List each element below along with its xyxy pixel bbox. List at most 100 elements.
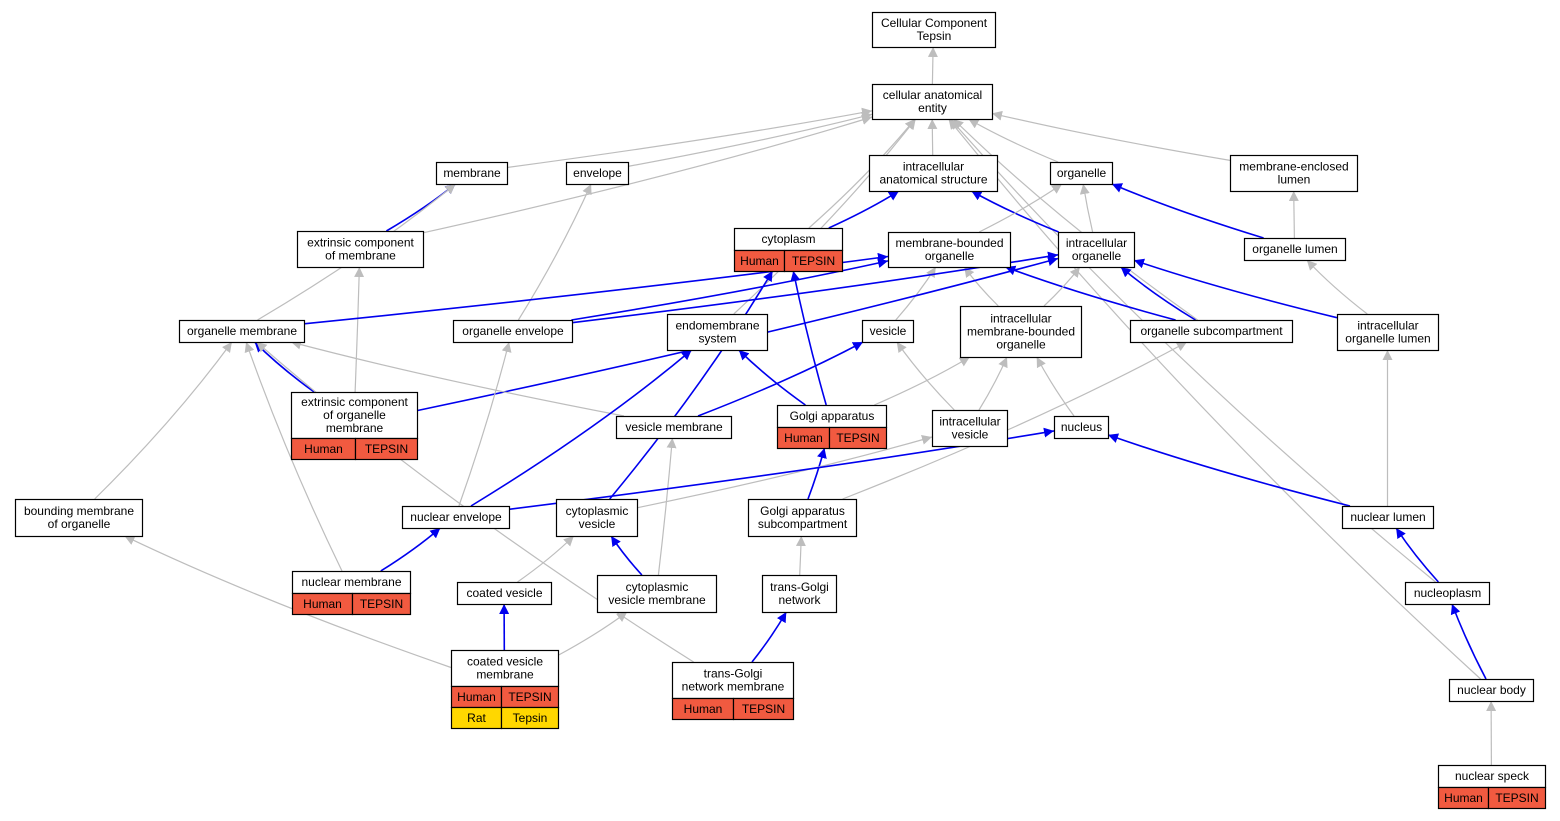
annotation-species: Human [1444, 791, 1483, 805]
go-term-node-np[interactable]: nucleoplasm [1404, 581, 1491, 606]
node-label-line: of membrane [325, 249, 396, 263]
node-label-line: of organelle [323, 408, 386, 422]
go-term-node-nb[interactable]: nuclear body [1448, 678, 1535, 703]
node-label-line: vesicle [952, 428, 989, 442]
go-term-node-envelope[interactable]: envelope [565, 161, 630, 186]
go-term-node-nucleus[interactable]: nucleus [1053, 415, 1110, 440]
annotation-species: Rat [467, 711, 486, 725]
is-a-edge-iol-to-ol [1306, 259, 1368, 315]
is-a-edge-iv-to-vesicle [896, 341, 955, 411]
go-term-node-membrane[interactable]: membrane [435, 161, 509, 186]
node-box [871, 11, 997, 49]
node-box [868, 154, 999, 193]
node-label-line: vesicle [579, 517, 616, 531]
node-box [1404, 581, 1491, 606]
annotation-cell [354, 437, 419, 461]
is-a-edge-nb-to-cae [948, 118, 1482, 680]
node-box [1129, 319, 1294, 344]
node-label-line: network [778, 593, 821, 607]
go-term-node-ol[interactable]: organelle lumen [1243, 237, 1347, 262]
node-label-line: Golgi apparatus [790, 409, 875, 423]
go-term-node-organelle[interactable]: organelle [1049, 161, 1114, 186]
is-a-edge-tgn-to-gas [795, 535, 806, 576]
node-box [861, 319, 915, 344]
node-label-line: organelle envelope [462, 324, 564, 338]
node-box [1341, 505, 1435, 530]
go-term-node-vesicle[interactable]: vesicle [861, 319, 915, 344]
node-label-line: nuclear membrane [301, 575, 401, 589]
node-label-line: organelle lumen [1345, 332, 1430, 346]
node-label-line: membrane [443, 166, 501, 180]
part-of-edge-ol-to-organelle [1111, 183, 1264, 239]
node-box [1243, 237, 1347, 262]
is-a-edge-nm-to-om [244, 341, 343, 572]
part-of-edge-cvm-to-cv [610, 535, 643, 576]
go-term-node-osc[interactable]: organelle subcompartment [1129, 319, 1294, 344]
node-box [1336, 313, 1440, 352]
node-label-line: organelle membrane [187, 324, 297, 338]
node-label-line: subcompartment [758, 517, 848, 531]
is-a-edge-vm-to-om [290, 339, 625, 417]
node-label-line: vesicle membrane [608, 593, 706, 607]
node-box [296, 230, 425, 269]
part-of-edge-oe-to-mbo [571, 258, 889, 321]
part-of-edge-ecm-to-membrane [385, 183, 456, 232]
go-term-node-om[interactable]: organelle membrane [178, 319, 306, 344]
is-a-edge-membrane-to-cae [506, 107, 873, 169]
node-label-line: extrinsic component [301, 395, 408, 409]
node-label-line: membrane [326, 421, 384, 435]
is-a-edge-gas-to-osc [842, 341, 1188, 500]
go-term-node-nl[interactable]: nuclear lumen [1341, 505, 1435, 530]
is-a-edge-coatv-to-cv [517, 535, 575, 583]
node-label-line: network membrane [682, 680, 785, 694]
go-term-node-coatv[interactable]: coated vesicle [456, 581, 553, 606]
node-label-line: membrane [476, 668, 534, 682]
is-a-edge-ias-to-cae [927, 118, 938, 156]
node-label-line: nuclear envelope [410, 510, 502, 524]
node-box [401, 505, 511, 530]
go-term-node-ne[interactable]: nuclear envelope [401, 505, 511, 530]
is-a-edge-vesicle-to-mbo [895, 266, 937, 321]
node-label-line: cytoplasmic [566, 504, 629, 518]
node-label-line: nuclear speck [1455, 769, 1530, 783]
part-of-edge-np-to-nl [1395, 527, 1439, 583]
node-label-line: intracellular [903, 160, 964, 174]
node-box [1448, 678, 1535, 703]
node-box [14, 498, 144, 538]
part-of-edge-golgi-to-ems [738, 349, 806, 406]
part-of-edge-osc-to-io [1120, 266, 1196, 321]
go-term-node-oe[interactable]: organelle envelope [452, 319, 574, 344]
go-term-node-vm[interactable]: vesicle membrane [615, 415, 733, 440]
node-box [1049, 161, 1114, 186]
is-a-edge-oe-to-envelope [517, 183, 592, 321]
node-box [565, 161, 630, 186]
node-box [1053, 415, 1110, 440]
annotation-gene: TEPSIN [1495, 791, 1538, 805]
node-box [178, 319, 306, 344]
node-label-line: extrinsic component [307, 236, 414, 250]
node-box [671, 661, 795, 700]
